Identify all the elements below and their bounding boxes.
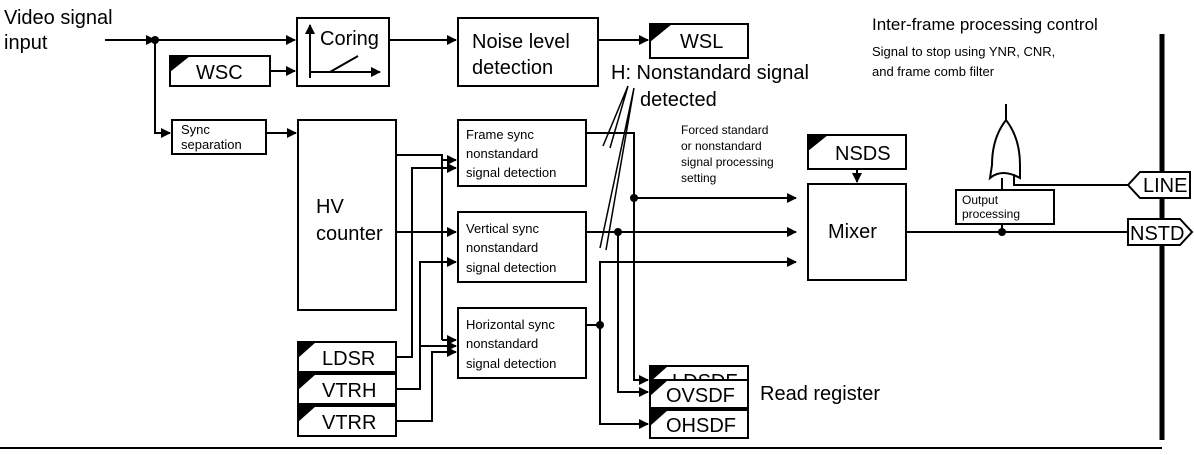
vtrr-flag-icon [298, 406, 316, 422]
output-line2: processing [962, 207, 1020, 221]
output-line1: Output [962, 193, 999, 207]
mixer-label: Mixer [828, 221, 877, 243]
input-label-line1: Video signal [4, 7, 113, 29]
h-note-pointer-vertical [599, 87, 635, 251]
ldsr-label: LDSR [322, 348, 375, 370]
wsc-flag-icon [170, 56, 190, 72]
nsds-register [807, 134, 907, 170]
vtrh-flag-icon [298, 374, 316, 390]
vert-line1: Vertical sync [466, 221, 539, 236]
sync-separation-block [171, 119, 267, 155]
wsl-label: WSL [680, 31, 723, 53]
vtrr-label: VTRR [322, 412, 376, 434]
hv-to-frame-horiz-bus [396, 154, 443, 340]
vtrh-label: VTRH [322, 380, 376, 402]
wsl-flag-icon [650, 24, 672, 42]
wsl-register [649, 23, 749, 59]
ovsdf-flag-icon [650, 380, 668, 396]
vtrr-to-horizontal-wire [396, 347, 457, 422]
sync-sep-line1: Sync [181, 122, 210, 137]
frame-sync-block [457, 119, 587, 187]
nstd-port-label: NSTD [1130, 223, 1184, 245]
horiz-line3: signal detection [466, 356, 556, 371]
nsds-label: NSDS [835, 143, 891, 165]
forced-line2: or nonstandard [681, 139, 762, 153]
noise-label-line1: Noise level [472, 31, 570, 53]
vert-line3: signal detection [466, 260, 556, 275]
wsc-register [169, 55, 271, 87]
or-gate-icon [988, 118, 1021, 181]
read-register-label: Read register [760, 383, 880, 405]
ldsdf-flag-icon [650, 366, 668, 382]
ldsr-flag-icon [298, 342, 316, 358]
coring-label: Coring [320, 28, 379, 50]
frame-line2: nonstandard [466, 146, 538, 161]
vtrh-to-vertical-wire [396, 257, 457, 390]
input-label-line2: input [4, 32, 48, 54]
forced-line1: Forced standard [681, 123, 768, 137]
horizontal-to-mixer-wire [599, 257, 797, 325]
vertical-to-ovsdf-wire [617, 232, 649, 397]
interframe-title: Inter-frame processing control [872, 15, 1098, 34]
horiz-line1: Horizontal sync [466, 317, 555, 332]
noise-label-line2: detection [472, 57, 553, 79]
hv-label-line1: HV [316, 196, 344, 218]
interframe-line1: Signal to stop using YNR, CNR, [872, 44, 1055, 59]
ohsdf-label: OHSDF [666, 415, 736, 437]
nsds-flag-icon [808, 135, 828, 151]
frame-to-ldsdf-wire [586, 132, 649, 385]
hv-counter-block [297, 119, 397, 311]
noise-level-block [457, 17, 599, 87]
nstd-port [1127, 218, 1194, 246]
ohsdf-flag-icon [650, 410, 668, 426]
line-port-label: LINE [1143, 175, 1187, 197]
line-to-or-wire [1013, 174, 1128, 186]
h-note-line2: detected [640, 89, 717, 111]
sync-sep-line2: separation [181, 137, 242, 152]
h-note-pointer-frame [602, 85, 629, 149]
h-note-line1: H: Nonstandard signal [611, 62, 809, 84]
horiz-line2: nonstandard [466, 336, 538, 351]
input-to-sync-wire [154, 40, 171, 138]
ldsr-to-frame-wire [396, 163, 457, 358]
vertical-sync-block [457, 211, 587, 283]
horizontal-to-ohsdf-wire [599, 325, 649, 429]
hv-label-line2: counter [316, 223, 383, 245]
frame-line1: Frame sync [466, 127, 534, 142]
wsc-label: WSC [196, 62, 243, 84]
line-port [1126, 171, 1191, 199]
forced-line4: setting [681, 171, 716, 185]
ovsdf-label: OVSDF [666, 385, 735, 407]
forced-line3: signal processing [681, 155, 774, 169]
output-processing-block [955, 189, 1055, 225]
horizontal-sync-block [457, 307, 587, 379]
frame-line3: signal detection [466, 165, 556, 180]
interframe-line2: and frame comb filter [872, 64, 995, 79]
vert-line2: nonstandard [466, 240, 538, 255]
coring-curve [310, 55, 359, 73]
